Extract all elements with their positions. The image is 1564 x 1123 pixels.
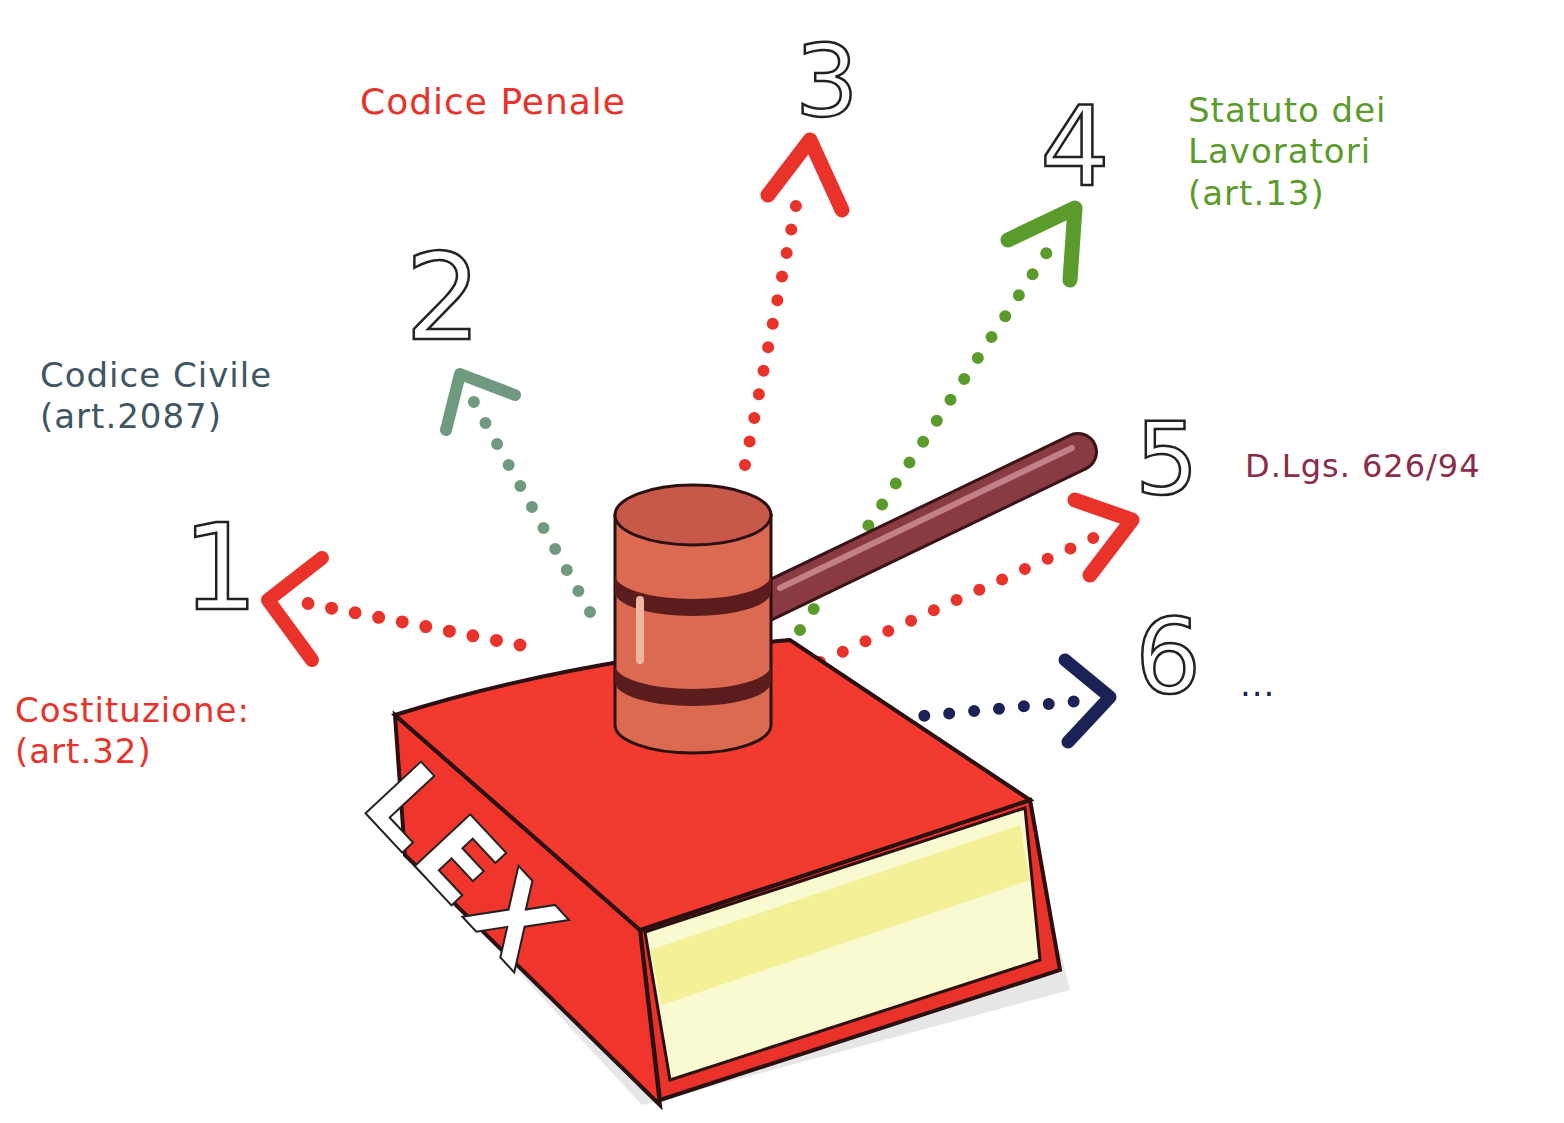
gavel-shine xyxy=(636,600,644,660)
callout-number: 5 xyxy=(1135,410,1199,510)
law-reference: Codice Civile (art.2087) xyxy=(40,355,330,438)
dotted-arrow xyxy=(290,600,520,645)
law-reference: Costituzione: (art.32) xyxy=(15,690,315,773)
gavel-head-top xyxy=(615,485,771,545)
gavel-handle xyxy=(760,452,1078,605)
callout-number: 4 xyxy=(1040,92,1110,202)
arrow-head xyxy=(446,374,515,430)
dotted-arrow xyxy=(470,395,590,612)
arrow-head xyxy=(1065,660,1110,742)
arrow-head xyxy=(268,558,322,660)
callout-number: 3 xyxy=(795,32,859,132)
gavel-handle-outline xyxy=(760,452,1078,605)
arrow-head xyxy=(1075,500,1132,575)
arrow-head xyxy=(768,140,842,210)
dotted-arrow xyxy=(820,535,1100,662)
callout-number: 6 xyxy=(1135,605,1201,709)
law-reference: Codice Penale xyxy=(360,80,740,124)
dotted-arrow xyxy=(745,185,800,465)
law-book: LEX xyxy=(370,620,1090,1120)
dotted-arrow xyxy=(800,240,1055,630)
callout-number: 1 xyxy=(182,508,258,628)
law-reference: ... xyxy=(1240,664,1320,705)
law-reference: Statuto dei Lavoratori (art.13) xyxy=(1188,90,1518,214)
callout-number: 2 xyxy=(405,238,481,358)
gavel-band xyxy=(615,575,771,616)
law-reference: D.Lgs. 626/94 xyxy=(1245,447,1563,486)
gavel-handle-shine xyxy=(780,448,1072,588)
gavel-band xyxy=(615,665,771,706)
gavel-head xyxy=(615,515,771,753)
arrow-head xyxy=(1008,208,1075,280)
